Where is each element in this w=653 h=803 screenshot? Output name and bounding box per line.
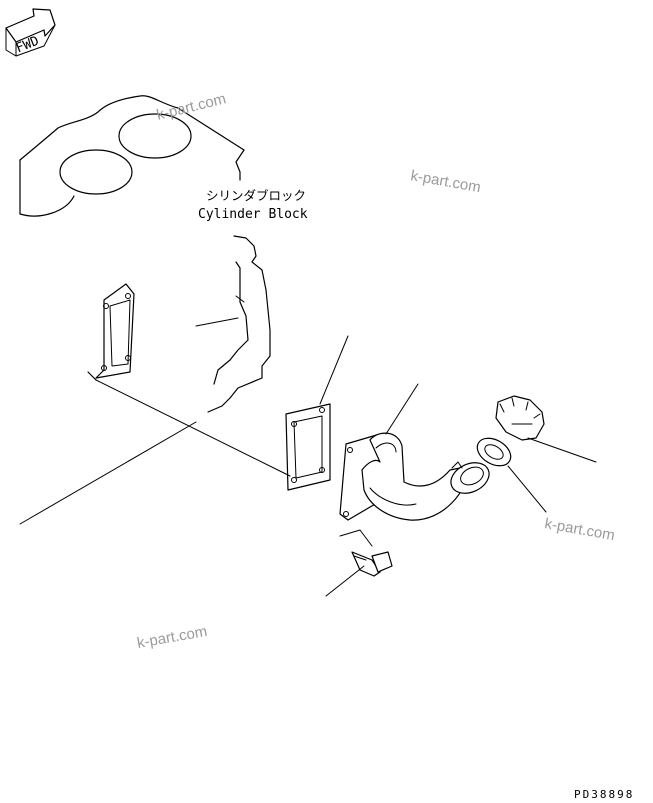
watermark: k-part.com — [136, 623, 209, 652]
oil-filler-tube — [339, 432, 490, 521]
filler-cap — [495, 395, 545, 441]
gasket — [285, 403, 331, 491]
block-mounting-face — [87, 283, 135, 381]
fwd-arrow-icon: FWD — [5, 8, 56, 57]
cylinder-block-label-jp: シリンダブロック — [206, 188, 306, 203]
watermark: k-part.com — [155, 90, 228, 124]
cylinder-block-label-en: Cylinder Block — [198, 207, 308, 222]
cylinder-block — [19, 95, 271, 413]
bolt — [351, 551, 393, 577]
drawing-code: PD38898 — [574, 788, 634, 801]
o-ring — [476, 437, 512, 467]
fwd-label: FWD — [14, 34, 42, 57]
watermark: k-part.com — [543, 515, 616, 544]
leader-lines — [19, 335, 597, 597]
watermark: k-part.com — [409, 167, 482, 196]
